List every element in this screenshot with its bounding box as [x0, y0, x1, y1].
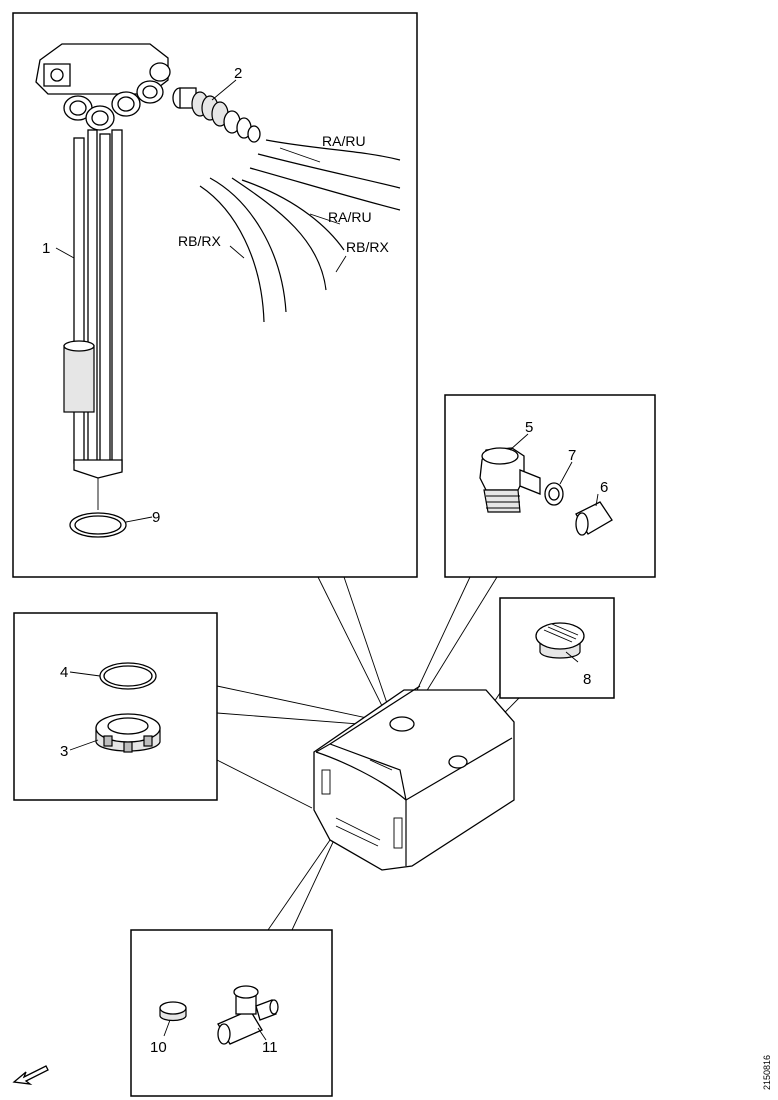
label-6: 6: [600, 479, 608, 496]
label-10: 10: [150, 1039, 167, 1056]
filler-cap-8: [535, 622, 585, 659]
label-1: 1: [42, 240, 50, 257]
label-leaders: [55, 79, 599, 1041]
seal-ring-4: [99, 662, 157, 690]
part-labels: 1 2 3 4 5 6 7 8 9 10 11: [42, 65, 608, 1056]
fuel-sender-unit: [35, 43, 171, 510]
label-3: 3: [60, 743, 68, 760]
label-5: 5: [525, 419, 533, 436]
leader-lines: [216, 576, 521, 931]
clamp-7: [544, 482, 564, 506]
hose-code-rb-rx-right: RB/RX: [346, 239, 389, 255]
hose-code-ra-ru-lower: RA/RU: [328, 209, 372, 225]
label-8: 8: [583, 671, 591, 688]
plug-10: [159, 1001, 187, 1022]
vent-valve-5: [479, 447, 541, 513]
fuel-tank: [313, 685, 515, 871]
label-9: 9: [152, 509, 160, 526]
detail-box-ring-nut: [13, 612, 218, 801]
direction-arrow-icon: [12, 1065, 49, 1085]
label-11: 11: [262, 1039, 278, 1056]
connector-2: [172, 87, 261, 143]
hose-6: [575, 501, 613, 536]
o-ring-9: [69, 512, 127, 538]
tee-fitting-11: [217, 985, 279, 1045]
figure-reference: 2150816: [762, 1055, 772, 1090]
hose-code-ra-ru-upper: RA/RU: [322, 133, 366, 149]
label-4: 4: [60, 664, 68, 681]
hose-code-labels: RA/RU RA/RU RB/RX RB/RX: [178, 133, 389, 255]
label-7: 7: [568, 447, 576, 464]
ring-nut-3: [95, 713, 161, 753]
hose-code-rb-rx-left: RB/RX: [178, 233, 221, 249]
fuel-hoses: [199, 139, 401, 323]
label-2: 2: [234, 65, 242, 82]
